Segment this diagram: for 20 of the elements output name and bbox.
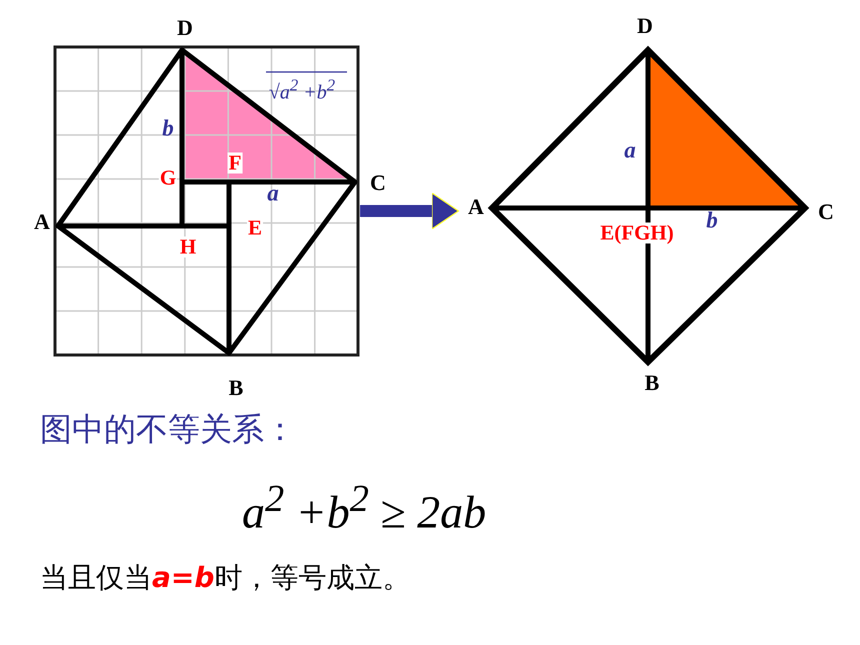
heading: 图中的不等关系： xyxy=(40,412,296,448)
block-arrow xyxy=(360,192,459,230)
note-text: 当且仅当a=b时，等号成立。 xyxy=(40,563,410,594)
formula: a$^{2}$ +b$^{2}$ ≥ 2ab xyxy=(242,478,486,538)
side-label: b xyxy=(162,116,174,140)
side-label: b xyxy=(706,208,718,232)
side-label: a xyxy=(267,182,279,204)
point-label: A xyxy=(468,196,484,218)
point-label: B xyxy=(228,377,244,399)
point-label: B xyxy=(644,372,660,394)
point-label: F xyxy=(228,152,242,174)
point-label: C xyxy=(818,201,834,223)
side-label: √a$^{2}$ +b$^{2}$ xyxy=(268,78,336,102)
point-label: E(FGH) xyxy=(599,222,675,244)
side-label: a xyxy=(624,138,636,162)
point-label: D xyxy=(177,17,193,39)
point-label: D xyxy=(637,15,653,37)
point-label: C xyxy=(370,172,386,194)
point-label: A xyxy=(34,211,50,233)
point-label: H xyxy=(178,236,198,258)
